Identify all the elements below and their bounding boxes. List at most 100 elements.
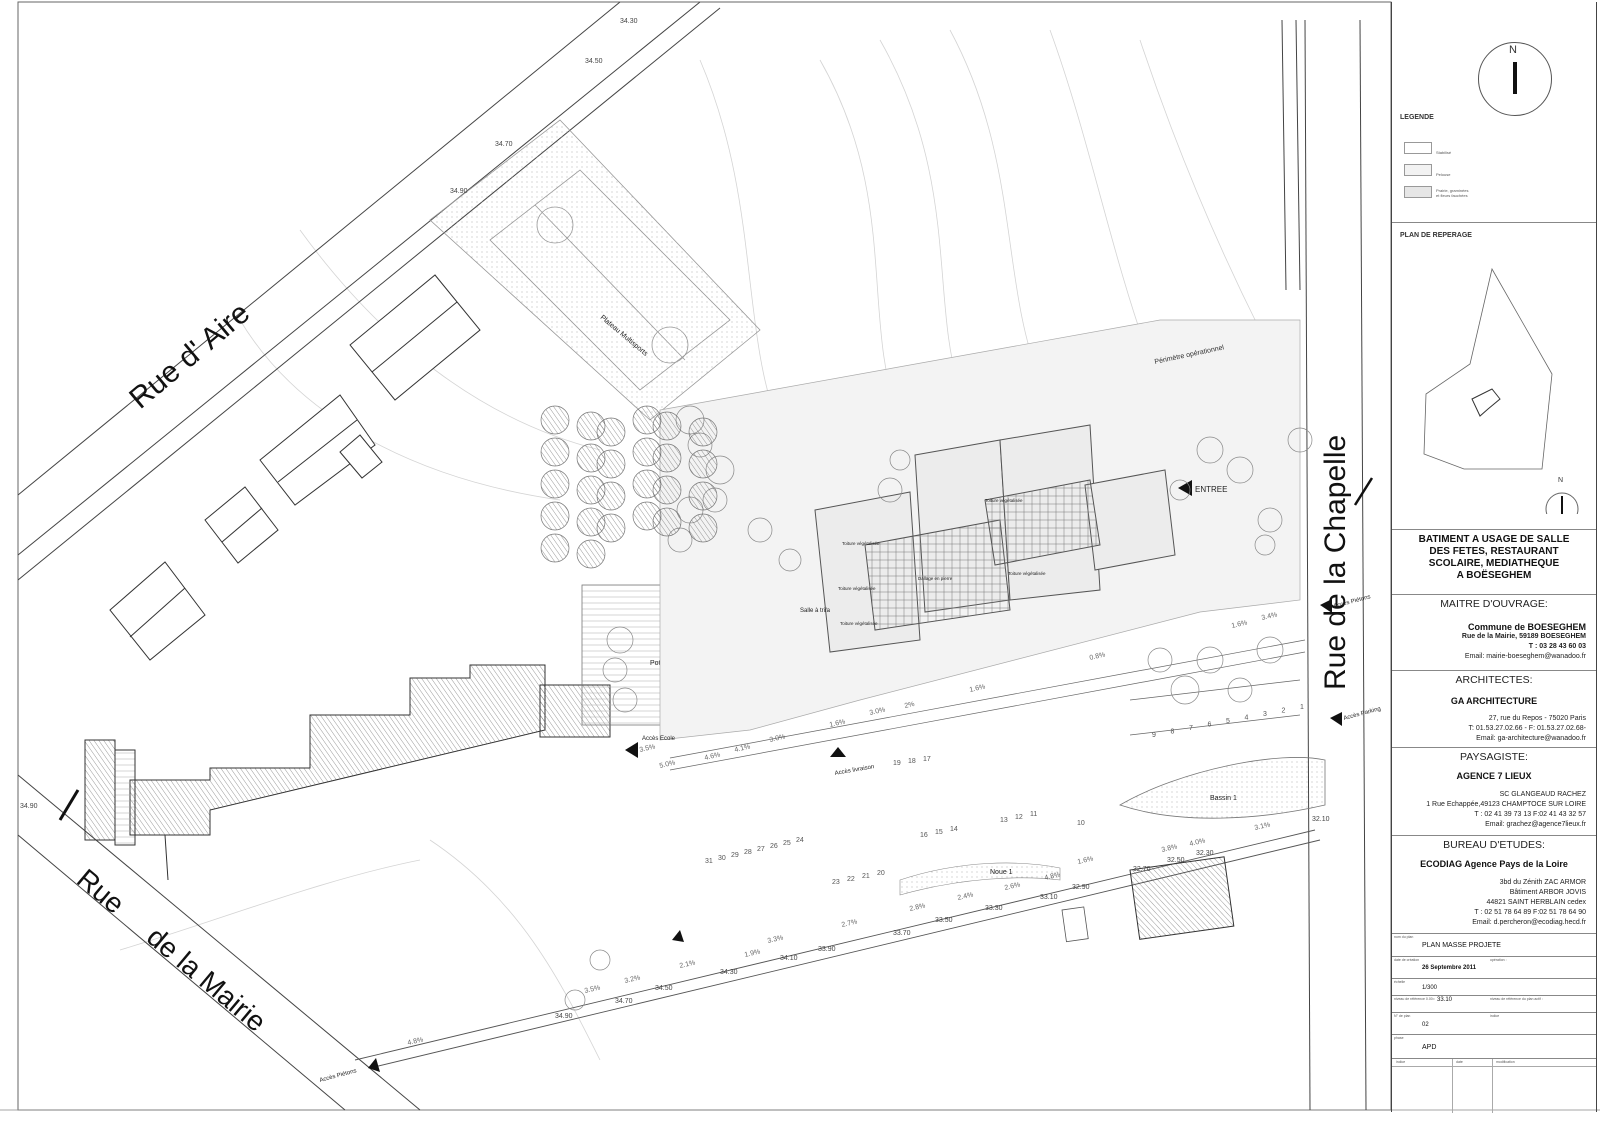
tree-icon: [612, 687, 638, 713]
parking-space-number: 30: [718, 855, 726, 862]
parking-space-number: 4: [1245, 715, 1249, 722]
elevation-label: 32.50: [1167, 857, 1185, 864]
location-plan-box: PLAN DE REPERAGE N: [1392, 224, 1596, 529]
project-title-line-2: DES FETES, RESTAURANT: [1429, 546, 1559, 557]
revision-index-header: indice: [1396, 1060, 1406, 1064]
slope-label: 2.6%: [1004, 882, 1021, 892]
north-label: N: [1509, 44, 1517, 56]
index-label: indice: [1490, 1014, 1500, 1018]
elevation-label: 34.10: [780, 955, 798, 962]
north-arrow-icon: [1513, 62, 1517, 94]
access-pietons-south-label: Accès Piétons: [319, 1068, 357, 1084]
slope-label: 1.6%: [1077, 856, 1094, 866]
bassin-label: Bassin 1: [1210, 795, 1237, 802]
street-label-rue-mairie-a: Rue: [71, 863, 130, 920]
slope-label: 1.9%: [744, 949, 761, 959]
parking-space-number: 23: [832, 879, 840, 886]
slope-label: 4.0%: [1189, 838, 1206, 848]
rue-mairie-road: [17, 774, 421, 1111]
tree-icon: [1196, 646, 1224, 674]
tree-icon: [652, 475, 682, 505]
architect-email: Email: ga-architecture@wanadoo.fr: [1476, 735, 1586, 742]
parking-space-number: 14: [950, 826, 958, 833]
street-label-rue-chapelle: Rue de la Chapelle: [1319, 435, 1352, 690]
parking-space-number: 15: [935, 829, 943, 836]
north-compass: [1478, 42, 1552, 116]
tree-icon: [688, 417, 718, 447]
street-label-rue-aire: Rue d' Aire: [123, 296, 256, 415]
row-phase: phase APD: [1392, 1034, 1596, 1058]
client-email: Email: mairie-boeseghem@wanadoo.fr: [1464, 653, 1586, 660]
street-label-rue-mairie-b: de la Mairie: [141, 921, 272, 1038]
plateau-multisports: [429, 119, 761, 421]
rue-chapelle-road: [1281, 19, 1367, 1111]
rue-aire-road: [17, 1, 721, 581]
slope-label: 5.0%: [659, 760, 676, 770]
tree-icon: [688, 449, 718, 479]
green-roof-label-5: Toiture végétalisée: [838, 586, 876, 591]
parking-space-number: 9: [1152, 732, 1156, 739]
tree-icon: [540, 501, 570, 531]
elevation-label: 32.90: [1072, 884, 1090, 891]
row-plan-number: N° de plan 02 indice: [1392, 1012, 1596, 1034]
parking-space-number: 5: [1226, 718, 1230, 725]
reference-active-label: niveau de référence du plan actif :: [1490, 997, 1543, 1001]
landscape-details: SC GLANGEAUD RACHEZ 1 Rue Echappée,49123…: [1392, 790, 1596, 830]
tree-icon: [1196, 436, 1224, 464]
trees: [540, 405, 1313, 1011]
tree-icon: [540, 469, 570, 499]
slope-label: 3.4%: [1261, 612, 1278, 622]
tree-icon: [596, 513, 626, 543]
tree-icon: [564, 989, 586, 1011]
row-plan-name: nom du plan PLAN MASSE PROJETE: [1392, 933, 1596, 956]
landscape-block: PAYSAGISTE: AGENCE 7 LIEUX: [1392, 749, 1596, 781]
parking-space-number: 31: [705, 858, 713, 865]
tree-icon: [596, 449, 626, 479]
existing-houses: [109, 274, 481, 661]
parking-space-number: 29: [731, 852, 739, 859]
tree-icon: [1147, 647, 1173, 673]
client-address: Rue de la Mairie, 59189 BOESEGHEM: [1461, 633, 1586, 640]
main-building: [814, 424, 1176, 653]
legend-text-pelouse: Pelouse: [1436, 172, 1451, 177]
location-plan-title: PLAN DE REPERAGE: [1400, 232, 1472, 239]
legend-text-prairie-a: Prairie, graminées: [1436, 188, 1469, 193]
row-revisions: indice date modification: [1392, 1058, 1596, 1113]
engineering-name: ECODIAG Agence Pays de la Loire: [1420, 859, 1568, 869]
legend-swatch-prairie: [1404, 186, 1432, 198]
parking-space-number: 11: [1030, 811, 1037, 818]
tree-icon: [652, 507, 682, 537]
parking-space-number: 25: [783, 840, 791, 847]
noue: [899, 862, 1061, 896]
client-details: Commune de BOESEGHEM Rue de la Mairie, 5…: [1392, 622, 1596, 662]
slope-label: 2%: [904, 701, 915, 710]
slope-label: 4.6%: [704, 752, 721, 762]
landscape-line-3: T : 02 41 39 73 13 F:02 41 43 32 57: [1474, 811, 1586, 818]
elevation-label: 34.50: [585, 58, 603, 65]
plan-number-value: 02: [1422, 1022, 1429, 1028]
tree-icon: [589, 949, 611, 971]
tree-icon: [596, 417, 626, 447]
salle-tri-label: Salle à tri/a: [800, 608, 831, 614]
tree-icon: [652, 443, 682, 473]
parking-space-number: 8: [1171, 729, 1175, 736]
legend-title: LEGENDE: [1400, 114, 1434, 121]
tree-icon: [1254, 534, 1276, 556]
engineering-line-3: 44821 SAINT HERBLAIN cedex: [1486, 899, 1586, 906]
legend-box: N LEGENDE Stabilisé Pelouse Prairie, gra…: [1392, 2, 1596, 222]
project-title: BATIMENT A USAGE DE SALLE DES FETES, RES…: [1392, 534, 1596, 582]
slope-label: 4.8%: [1044, 872, 1061, 882]
landscape-line-1: SC GLANGEAUD RACHEZ: [1499, 791, 1586, 798]
elevation-labels: 34.3034.5034.7034.9034.9034.9034.7034.50…: [20, 18, 1330, 1020]
north-label-2: N: [1558, 477, 1564, 484]
engineering-heading: BUREAU D'ETUDES:: [1443, 839, 1545, 851]
elevation-label: 33.30: [985, 905, 1003, 912]
slope-label: 3.5%: [584, 985, 601, 995]
tree-icon: [1227, 677, 1253, 703]
slope-label: 2.1%: [679, 960, 696, 970]
elevation-label: 34.70: [495, 141, 513, 148]
slope-label: 3.0%: [769, 734, 786, 744]
tree-icon: [540, 405, 570, 435]
